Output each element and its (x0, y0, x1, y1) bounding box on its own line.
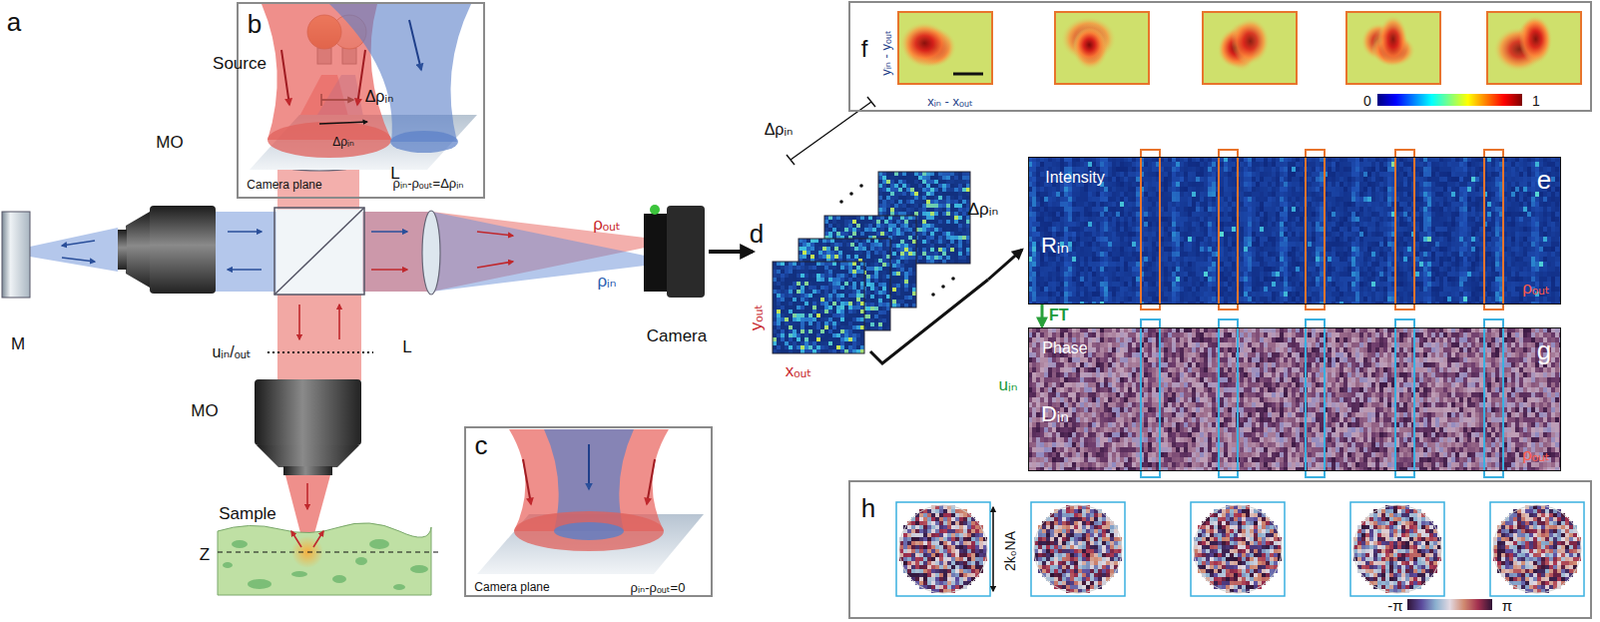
figure: bCamera planeρᵢₙ-ρₒᵤₜ=ΔρᵢₙΔρᵢₙcCamera pl… (0, 0, 1600, 622)
